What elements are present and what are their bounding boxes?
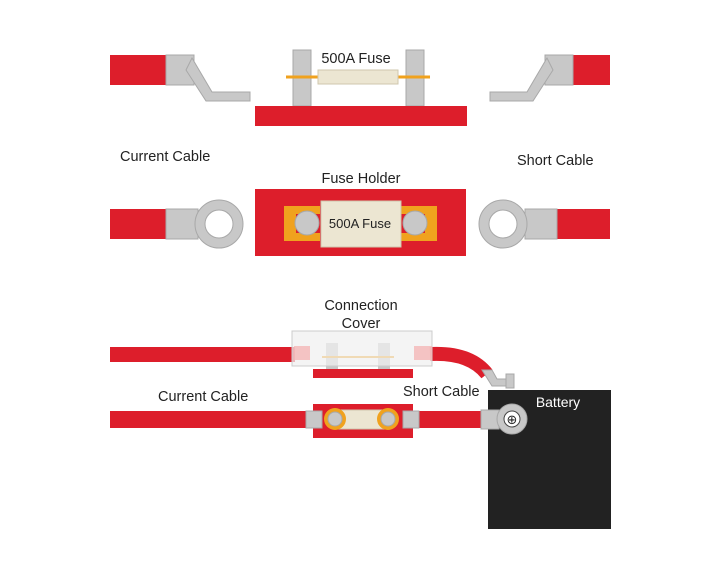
- fuse-top-label: 500A Fuse: [321, 51, 390, 67]
- right-fuse-clamp: [401, 206, 437, 241]
- fuse-side-body: [317, 69, 399, 85]
- right-cable-side: [489, 54, 610, 102]
- current-cable-label-bottom: Current Cable: [158, 389, 248, 405]
- cover-cable-overlap-right: [414, 346, 432, 360]
- battery-ring-crimp: [480, 409, 500, 430]
- fuse-holder-base-assembled-side: [313, 369, 413, 378]
- left-cable-side: [110, 54, 251, 102]
- right-ring-crimp: [524, 208, 558, 240]
- assembled-side-view: [110, 330, 515, 389]
- left-lug-tongue: [185, 56, 251, 102]
- current-cable-label-top: Current Cable: [120, 149, 210, 165]
- left-ring-hole: [204, 209, 234, 239]
- current-cable-top-assembled: [110, 411, 306, 428]
- right-cable-insulation: [572, 55, 610, 85]
- short-cable-label-top: Short Cable: [517, 153, 594, 169]
- right-ring-hole: [488, 209, 518, 239]
- assembled-left-stud: [327, 411, 343, 427]
- fuse-holder-base-side: [255, 106, 467, 126]
- short-cable-label-bottom: Short Cable: [403, 384, 480, 400]
- current-cable-side-assembled: [110, 347, 295, 362]
- fuse-side-assembly: 500A Fuse: [255, 49, 467, 126]
- left-holder-stud: [294, 210, 320, 236]
- left-ring-crimp: [165, 208, 199, 240]
- battery-post-side: [505, 373, 515, 389]
- left-fuse-clamp: [284, 206, 320, 241]
- fuse-top-body: [320, 200, 402, 248]
- left-cable-insulation: [110, 55, 168, 85]
- row-exploded-top-view: 500A Fuse: [110, 189, 610, 256]
- battery-positive-terminal: [503, 410, 521, 428]
- battery-label: Battery: [536, 394, 580, 410]
- fuse-holder-label: Fuse Holder: [322, 171, 401, 187]
- right-holder-stud: [402, 210, 428, 236]
- short-cable-top-assembled: [417, 411, 483, 428]
- right-cable-insulation-top: [555, 209, 610, 239]
- left-cable-insulation-top: [110, 209, 168, 239]
- row-exploded-side-view: 500A Fuse: [110, 49, 610, 126]
- short-cable-side-assembled: [429, 346, 493, 379]
- battery-positive-symbol-icon: ⊕: [507, 412, 518, 427]
- right-lug-tongue: [489, 56, 554, 102]
- left-cable-ring: [110, 199, 244, 249]
- assembled-left-crimp: [305, 410, 323, 429]
- assembled-right-crimp: [402, 410, 420, 429]
- assembled-right-stud: [380, 411, 396, 427]
- fuse-holder-top: 500A Fuse: [255, 189, 466, 256]
- connection-cover-label-line1: Connection: [324, 298, 397, 314]
- connection-cover: [291, 330, 433, 367]
- cover-cable-overlap-left: [294, 346, 310, 360]
- assembled-top-view: ⊕: [110, 403, 528, 438]
- fuse-holder-fuse-label: 500A Fuse: [329, 216, 391, 231]
- right-cable-ring: [478, 199, 610, 249]
- connection-cover-label-line2: Cover: [342, 316, 381, 332]
